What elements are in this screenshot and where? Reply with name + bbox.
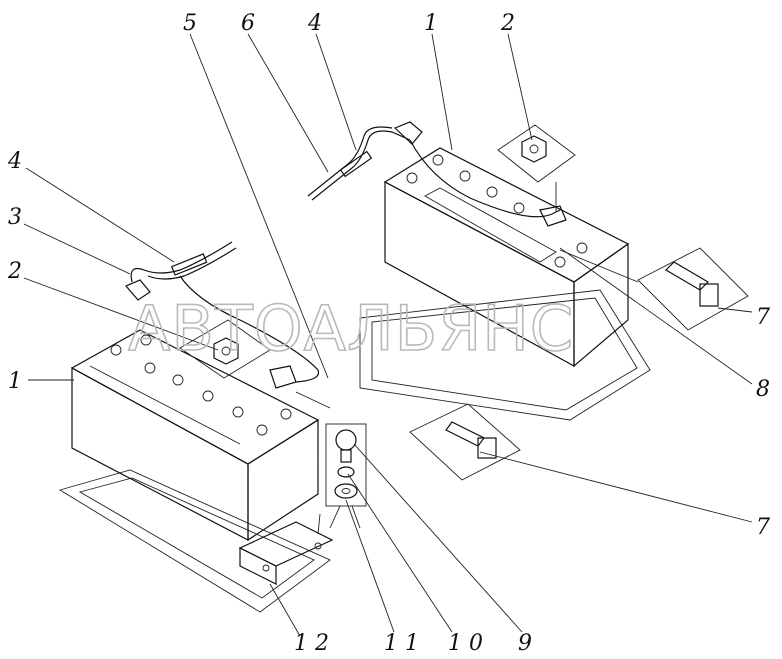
- leader-lines: [23, 33, 753, 637]
- callout-6: 6: [241, 11, 255, 36]
- callout-7-right: 7: [756, 305, 770, 330]
- left-bolt-detail: [409, 403, 521, 481]
- callout-8: 8: [756, 377, 770, 402]
- left-battery-caps: [110, 334, 292, 436]
- left-bracket: [238, 521, 334, 585]
- watermark-text: АВТОАЛЬЯНС: [128, 292, 574, 365]
- right-bolt-detail: [559, 247, 749, 331]
- left-nut-detail: [179, 319, 271, 379]
- callout-7-lower: 7: [756, 515, 770, 540]
- right-battery-cable: [307, 121, 567, 227]
- callout-4-top: 4: [307, 11, 322, 36]
- left-battery: [70, 329, 320, 542]
- right-battery-caps: [406, 154, 588, 268]
- callout-2-top: 2: [500, 11, 515, 36]
- callout-2-left: 2: [7, 259, 22, 284]
- callout-labels: 5 6 4 1 2 4 3 2 1 7 8 7 1 2 1 1 1 0 9: [7, 11, 770, 656]
- callout-4-left: 4: [7, 149, 22, 174]
- callout-12: 1 2: [294, 631, 329, 656]
- callout-1-top: 1: [424, 11, 438, 36]
- left-battery-cable: [125, 241, 331, 409]
- callout-10: 1 0: [448, 631, 483, 656]
- callout-11: 1 1: [384, 631, 419, 656]
- right-nut-detail: [497, 124, 576, 212]
- callout-9: 9: [518, 631, 532, 656]
- callout-5: 5: [183, 11, 197, 36]
- callout-3: 3: [8, 205, 22, 230]
- fastener-set: [317, 423, 367, 535]
- right-battery-tray: [359, 289, 651, 421]
- left-battery-tray: [58, 469, 331, 613]
- callout-1-left: 1: [8, 369, 22, 394]
